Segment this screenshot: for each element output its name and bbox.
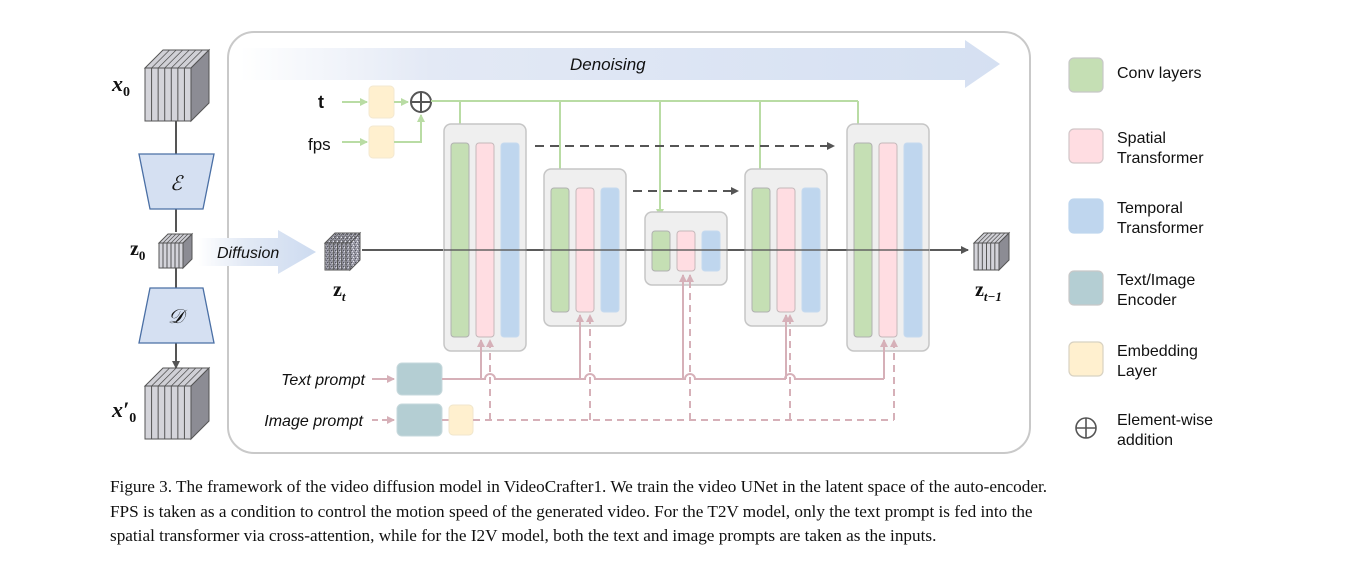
legend-swatch — [1068, 198, 1104, 234]
unet-blocks — [443, 123, 930, 352]
x0-label: x0 — [111, 71, 130, 100]
image-prompt-label: Image prompt — [264, 413, 363, 430]
encoder-symbol: ℰ — [170, 173, 184, 195]
legend-label: Layer — [1117, 363, 1158, 380]
unet-block-down-1 — [443, 123, 527, 352]
framework-diagram: Denoising x0 ℰ z0 𝒟 x′0 Diffusion zt zt−… — [111, 31, 1213, 454]
prompt-conditioning: Text prompt Image prompt — [264, 274, 898, 437]
diffusion-label: Diffusion — [217, 245, 279, 262]
denoising-arrow: Denoising — [240, 40, 1000, 88]
decoder-block — [138, 287, 215, 344]
autoencoder: x0 ℰ z0 𝒟 x′0 — [111, 48, 215, 441]
t-embedding-layer — [368, 85, 395, 119]
legend-swatch — [1068, 270, 1104, 306]
legend-swatch — [1068, 341, 1104, 377]
fps-input-label: fps — [308, 135, 331, 154]
temporal-transformer — [500, 142, 520, 338]
legend-item: Conv layers — [1068, 57, 1201, 93]
legend-label: Conv layers — [1117, 65, 1201, 82]
x0-prime-video-cube — [143, 366, 211, 441]
element-wise-addition-icon — [410, 91, 432, 113]
t-input-label: t — [318, 92, 324, 112]
legend-swatch — [1068, 128, 1104, 164]
zt-minus-1-latent-cube — [972, 231, 1011, 272]
diffusion-arrow: Diffusion — [198, 230, 316, 274]
legend-label: Encoder — [1117, 292, 1177, 309]
spatial-transformer — [475, 142, 495, 338]
z0-label: z0 — [130, 238, 145, 263]
temporal-transformer — [903, 142, 923, 338]
figure-caption: Figure 3. The framework of the video dif… — [110, 475, 1230, 549]
spatial-transformer — [878, 142, 898, 338]
legend-label: addition — [1117, 432, 1173, 449]
caption-line: Figure 3. The framework of the video dif… — [110, 477, 1048, 496]
unet-block-down-2 — [543, 168, 627, 327]
image-encoder — [396, 403, 443, 437]
x0-video-cube — [143, 48, 211, 123]
conv-layer — [853, 142, 873, 338]
denoising-label: Denoising — [570, 55, 646, 74]
timestep-fps-conditioning: t fps — [308, 85, 862, 217]
legend-label: Spatial — [1117, 130, 1166, 147]
legend-label: Transformer — [1117, 220, 1204, 237]
legend-label: Transformer — [1117, 150, 1204, 167]
legend: Conv layersSpatialTransformerTemporalTra… — [1068, 57, 1213, 449]
caption-line: spatial transformer via cross-attention,… — [110, 526, 937, 545]
zt-noisy-latent-cube — [323, 231, 362, 272]
image-embedding-layer — [448, 404, 474, 436]
legend-item-addition: Element-wise addition — [1075, 412, 1213, 449]
decoder-symbol: 𝒟 — [168, 306, 188, 328]
legend-label: Text/Image — [1117, 272, 1195, 289]
text-encoder — [396, 362, 443, 396]
fps-embedding-layer — [368, 125, 395, 159]
conv-layer — [450, 142, 470, 338]
unet-block-up-2 — [846, 123, 930, 352]
unet-block-up-1 — [744, 168, 828, 327]
z0-latent-cube — [157, 232, 194, 270]
legend-label: Temporal — [1117, 200, 1183, 217]
encoder-block — [138, 153, 215, 210]
zt-label: zt — [333, 279, 346, 304]
legend-label: Element-wise — [1117, 412, 1213, 429]
legend-swatch — [1068, 57, 1104, 93]
legend-label: Embedding — [1117, 343, 1198, 360]
zt-minus-1-label: zt−1 — [975, 279, 1002, 304]
element-wise-addition-icon — [1075, 417, 1097, 439]
unet-block-mid — [644, 211, 728, 286]
caption-line: FPS is taken as a condition to control t… — [110, 501, 1033, 521]
x0-prime-label: x′0 — [111, 397, 136, 426]
text-prompt-label: Text prompt — [281, 372, 365, 389]
